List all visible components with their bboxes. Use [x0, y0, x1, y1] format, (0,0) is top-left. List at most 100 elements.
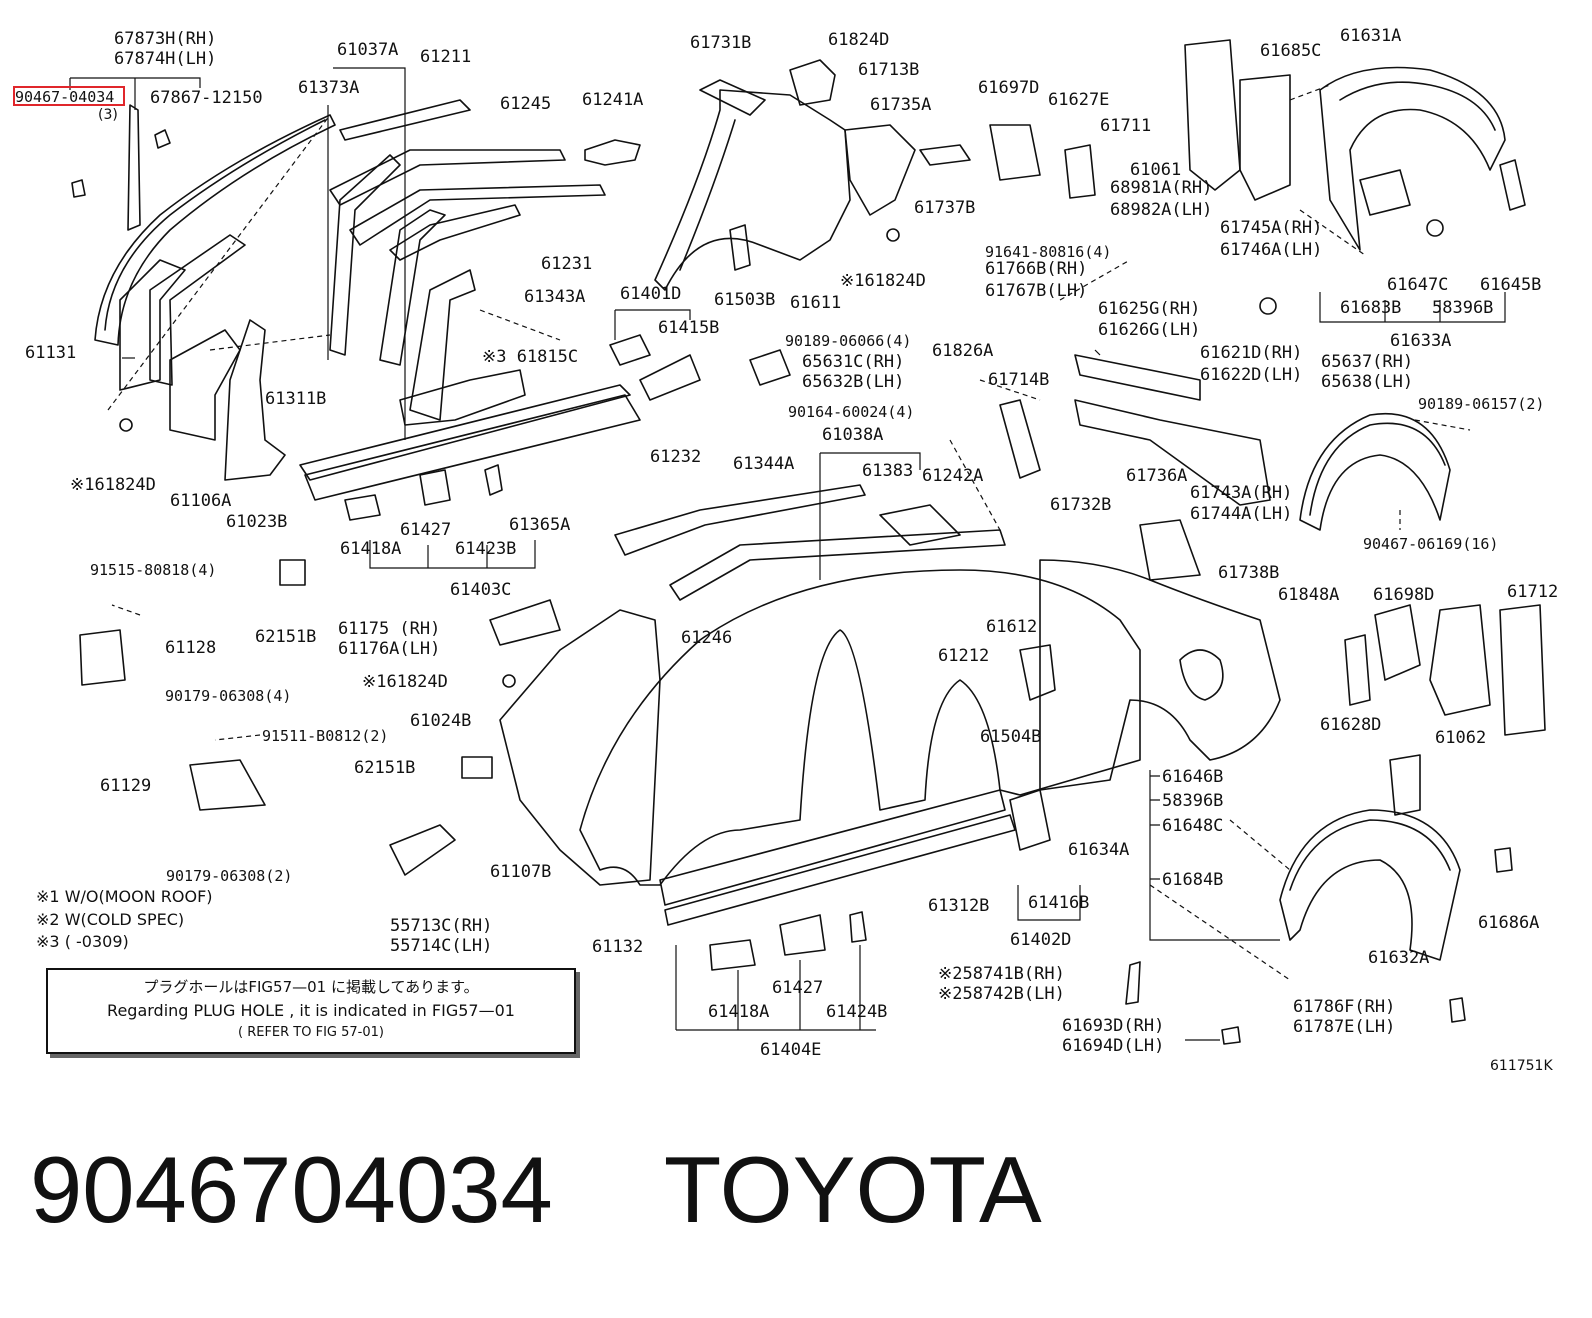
part-label[interactable]: 61712	[1507, 582, 1558, 602]
part-label[interactable]: 61503B	[714, 290, 775, 310]
part-label[interactable]: 61132	[592, 937, 643, 957]
part-label[interactable]: ※258742B(LH)	[938, 984, 1065, 1004]
part-label[interactable]: 61129	[100, 776, 151, 796]
part-label[interactable]: 61423B	[455, 539, 516, 559]
part-label[interactable]: 61736A	[1126, 466, 1187, 486]
part-label[interactable]: 61622D(LH)	[1200, 365, 1302, 385]
part-label[interactable]: 61107B	[490, 862, 551, 882]
part-label[interactable]: 61401D	[620, 284, 681, 304]
part-label[interactable]: 61402D	[1010, 930, 1071, 950]
part-label[interactable]: 61685C	[1260, 41, 1321, 61]
part-label[interactable]: 61246	[681, 628, 732, 648]
part-label[interactable]: 67874H(LH)	[114, 49, 216, 69]
part-label[interactable]: 61732B	[1050, 495, 1111, 515]
part-label[interactable]: 61212	[938, 646, 989, 666]
part-label[interactable]: 61403C	[450, 580, 511, 600]
part-label[interactable]: 61312B	[928, 896, 989, 916]
part-label[interactable]: 61743A(RH)	[1190, 483, 1292, 503]
part-label[interactable]: 61612	[986, 617, 1037, 637]
part-label[interactable]: 61311B	[265, 389, 326, 409]
part-label[interactable]: 61232	[650, 447, 701, 467]
part-label[interactable]: ※3 61815C	[482, 347, 578, 367]
part-label[interactable]: 61424B	[826, 1002, 887, 1022]
part-label[interactable]: 58396B	[1432, 298, 1493, 318]
part-label[interactable]: 61738B	[1218, 563, 1279, 583]
part-label[interactable]: 62151B	[354, 758, 415, 778]
part-label[interactable]: 68981A(RH)	[1110, 178, 1212, 198]
part-label[interactable]: 61625G(RH)	[1098, 299, 1200, 319]
part-label[interactable]: 61038A	[822, 425, 883, 445]
part-label[interactable]: 61713B	[858, 60, 919, 80]
part-label[interactable]: 61427	[400, 520, 451, 540]
part-label[interactable]: 67873H(RH)	[114, 29, 216, 49]
part-label[interactable]: 61714B	[988, 370, 1049, 390]
part-label[interactable]: 61627E	[1048, 90, 1109, 110]
part-label[interactable]: 61693D(RH)	[1062, 1016, 1164, 1036]
part-label[interactable]: 61711	[1100, 116, 1151, 136]
part-label[interactable]: 61848A	[1278, 585, 1339, 605]
part-label[interactable]: 91511-B0812(2)	[262, 727, 388, 745]
part-label[interactable]: 61698D	[1373, 585, 1434, 605]
part-label[interactable]: 61418A	[340, 539, 401, 559]
part-label[interactable]: 61404E	[760, 1040, 821, 1060]
part-label[interactable]: 90179-06308(4)	[165, 687, 291, 705]
part-label[interactable]: 61631A	[1340, 26, 1401, 46]
part-label[interactable]: 61826A	[932, 341, 993, 361]
part-label[interactable]: 65632B(LH)	[802, 372, 904, 392]
part-label[interactable]: 65631C(RH)	[802, 352, 904, 372]
part-label[interactable]: 61418A	[708, 1002, 769, 1022]
part-label[interactable]: 61128	[165, 638, 216, 658]
part-label[interactable]: 65638(LH)	[1321, 372, 1413, 392]
part-label[interactable]: 61106A	[170, 491, 231, 511]
part-label[interactable]: 61037A	[337, 40, 398, 60]
part-label[interactable]: 61737B	[914, 198, 975, 218]
part-label[interactable]: 55714C(LH)	[390, 936, 492, 956]
part-label[interactable]: 61744A(LH)	[1190, 504, 1292, 524]
part-label[interactable]: 91641-80816(4)	[985, 243, 1111, 261]
part-label[interactable]: 61645B	[1480, 275, 1541, 295]
part-label[interactable]: 61647C	[1387, 275, 1448, 295]
part-label[interactable]: 55713C(RH)	[390, 916, 492, 936]
part-label[interactable]: 61176A(LH)	[338, 639, 440, 659]
part-label[interactable]: 61242A	[922, 466, 983, 486]
part-label[interactable]: 61061	[1130, 160, 1181, 180]
part-label[interactable]: 61365A	[509, 515, 570, 535]
part-label[interactable]: 61626G(LH)	[1098, 320, 1200, 340]
part-label[interactable]: 61824D	[828, 30, 889, 50]
part-label[interactable]: 61383	[862, 461, 913, 481]
part-label[interactable]: 61746A(LH)	[1220, 240, 1322, 260]
part-label[interactable]: 61343A	[524, 287, 585, 307]
part-label[interactable]: 61786F(RH)	[1293, 997, 1395, 1017]
part-label[interactable]: 61241A	[582, 90, 643, 110]
part-label[interactable]: 90189-06157(2)	[1418, 395, 1544, 413]
part-label[interactable]: 61745A(RH)	[1220, 218, 1322, 238]
part-label[interactable]: 61686A	[1478, 913, 1539, 933]
part-label[interactable]: 61646B	[1162, 767, 1223, 787]
part-label[interactable]: 61023B	[226, 512, 287, 532]
part-label[interactable]: 61683B	[1340, 298, 1401, 318]
part-label[interactable]: 61621D(RH)	[1200, 343, 1302, 363]
part-label[interactable]: 61632A	[1368, 948, 1429, 968]
part-label[interactable]: 91515-80818(4)	[90, 561, 216, 579]
part-label-highlighted[interactable]: 90467-04034	[15, 88, 114, 106]
part-label[interactable]: 61634A	[1068, 840, 1129, 860]
part-label[interactable]: 58396B	[1162, 791, 1223, 811]
part-label[interactable]: 68982A(LH)	[1110, 200, 1212, 220]
part-label[interactable]: 67867-12150	[150, 88, 263, 108]
part-label[interactable]: 61231	[541, 254, 592, 274]
part-label[interactable]: 61731B	[690, 33, 751, 53]
part-label[interactable]: 61766B(RH)	[985, 259, 1087, 279]
part-label[interactable]: 61373A	[298, 78, 359, 98]
part-label[interactable]: 61024B	[410, 711, 471, 731]
part-label[interactable]: 61787E(LH)	[1293, 1017, 1395, 1037]
part-label[interactable]: 61245	[500, 94, 551, 114]
part-label[interactable]: 62151B	[255, 627, 316, 647]
part-label[interactable]: 61344A	[733, 454, 794, 474]
part-label[interactable]: 61211	[420, 47, 471, 67]
part-label[interactable]: 61611	[790, 293, 841, 313]
part-label[interactable]: 61694D(LH)	[1062, 1036, 1164, 1056]
part-label[interactable]: 61697D	[978, 78, 1039, 98]
part-label[interactable]: ※258741B(RH)	[938, 964, 1065, 984]
part-label[interactable]: 65637(RH)	[1321, 352, 1413, 372]
part-label[interactable]: 61628D	[1320, 715, 1381, 735]
